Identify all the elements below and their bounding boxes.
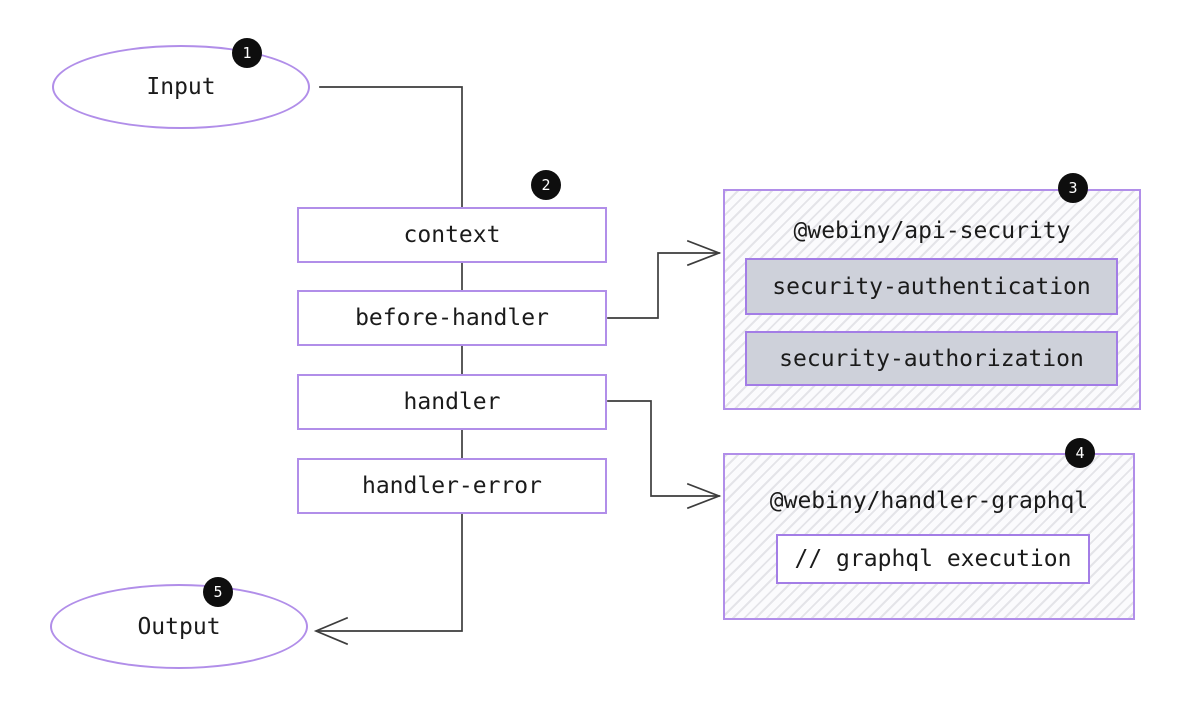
handler-graphql-title: @webiny/handler-graphql	[769, 488, 1089, 514]
input-label: Input	[146, 74, 216, 100]
context-step-box: context	[297, 207, 607, 263]
step-badge-3: 3	[1058, 173, 1088, 203]
handler-step-box: handler	[297, 374, 607, 430]
step-badge-2: 2	[531, 170, 561, 200]
handler-error-step-label: handler-error	[361, 473, 542, 499]
security-authorization-box: security-authorization	[745, 331, 1118, 386]
before-handler-step-box: before-handler	[297, 290, 607, 346]
api-security-title: @webiny/api-security	[793, 218, 1071, 244]
handler-graphql-group: @webiny/handler-graphql // graphql execu…	[723, 453, 1135, 620]
step-badge-5: 5	[203, 577, 233, 607]
security-authentication-box: security-authentication	[745, 258, 1118, 315]
api-security-group: @webiny/api-security security-authentica…	[723, 189, 1141, 410]
input-node: Input	[52, 45, 310, 129]
handler-connector-line	[607, 400, 720, 497]
api-security-arrowhead-icon	[686, 239, 722, 267]
graphql-execution-box: // graphql execution	[776, 534, 1090, 584]
security-authentication-label: security-authentication	[772, 273, 1091, 300]
handler-error-step-box: handler-error	[297, 458, 607, 514]
graphql-execution-label: // graphql execution	[794, 546, 1072, 572]
output-arrowhead-icon	[313, 616, 349, 646]
context-step-label: context	[403, 222, 501, 248]
spine-connector-line	[316, 86, 463, 632]
output-label: Output	[137, 613, 221, 640]
security-authorization-label: security-authorization	[779, 345, 1084, 372]
step-badge-1: 1	[232, 38, 262, 68]
output-node: Output	[50, 584, 308, 669]
handler-step-label: handler	[403, 389, 501, 415]
handler-graphql-arrowhead-icon	[686, 482, 722, 510]
before-handler-connector-line	[607, 252, 720, 319]
step-badge-4: 4	[1065, 438, 1095, 468]
before-handler-step-label: before-handler	[355, 305, 549, 331]
